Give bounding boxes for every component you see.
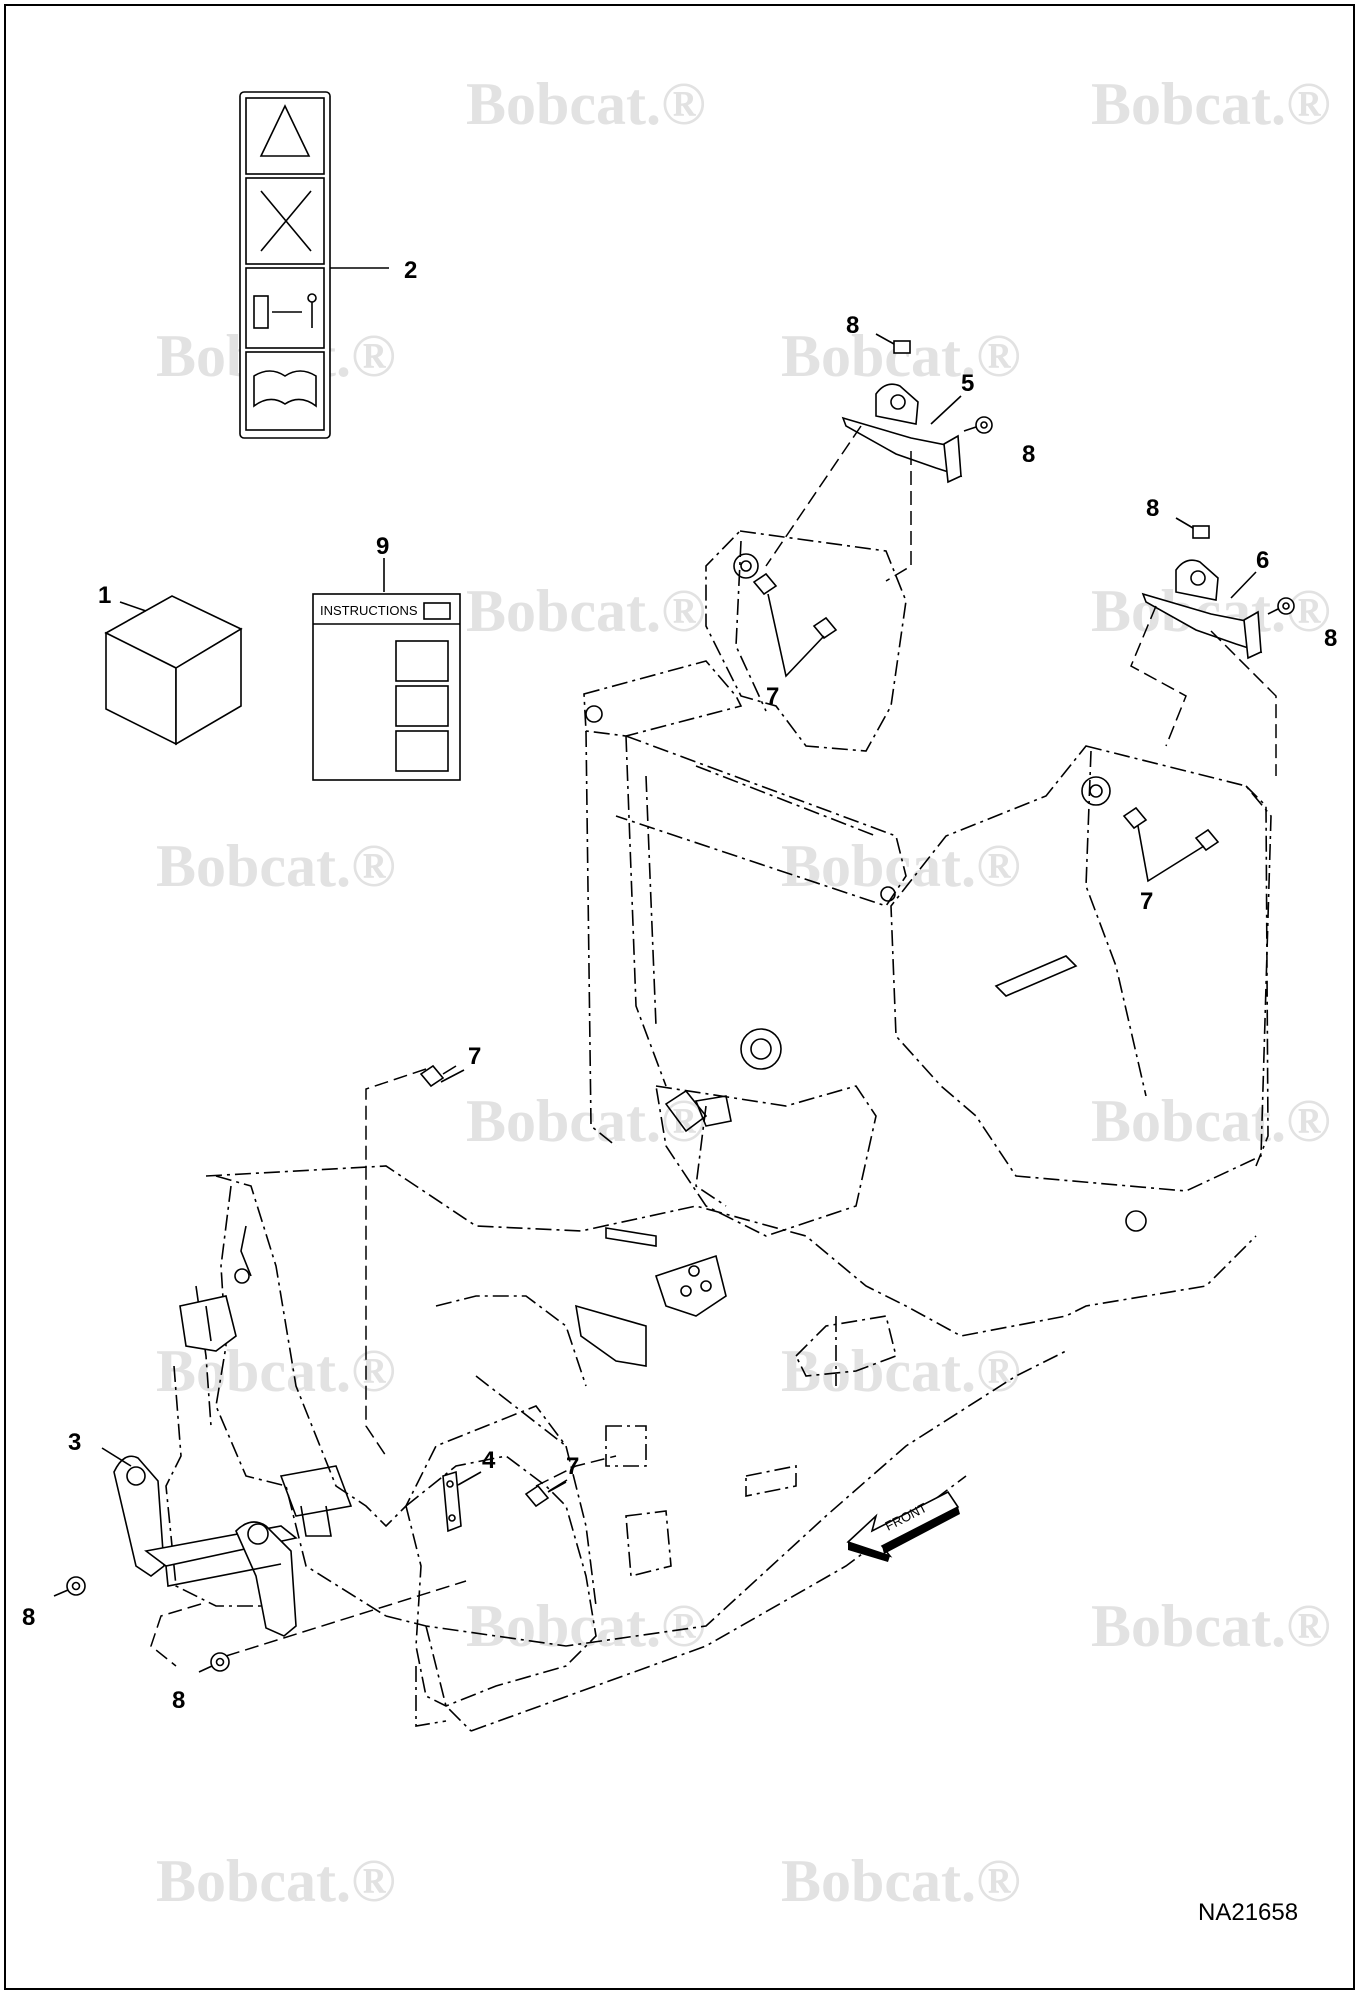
- watermark-text: Bobcat.®: [781, 1338, 1021, 1404]
- watermark-text: Bobcat.®: [466, 71, 706, 137]
- flange-nut: [1267, 597, 1295, 615]
- watermark-text: Bobcat.®: [466, 1593, 706, 1659]
- callout-8f: 8: [172, 1687, 185, 1714]
- flange-bolt: [1194, 828, 1220, 852]
- callout-8e: 8: [22, 1604, 35, 1631]
- main-frame: [150, 530, 1272, 1732]
- callout-7c: 7: [468, 1043, 481, 1070]
- callout-7d: 7: [566, 1453, 579, 1480]
- callout-9: 9: [376, 533, 389, 560]
- callout-leaders: [101, 267, 1257, 1492]
- callout-3: 3: [68, 1429, 81, 1456]
- watermark-text: Bobcat.®: [466, 578, 706, 644]
- hinge-bracket-6: [1141, 559, 1263, 660]
- tow-bracket: [113, 1455, 298, 1637]
- parts-diagram: Bobcat.® Bobcat.® Bobcat.® Bobcat.® Bobc…: [22, 71, 1337, 1926]
- callout-8c: 8: [1146, 495, 1159, 522]
- callout-1: 1: [98, 582, 111, 609]
- watermark-text: Bobcat.®: [781, 1848, 1021, 1914]
- callout-7b: 7: [1140, 888, 1153, 915]
- hinge-bracket-5: [841, 383, 963, 484]
- watermark-text: Bobcat.®: [466, 1088, 706, 1154]
- watermark: Bobcat.® Bobcat.® Bobcat.® Bobcat.® Bobc…: [156, 71, 1331, 1914]
- flange-nut: [963, 416, 993, 434]
- watermark-text: Bobcat.®: [1091, 1088, 1331, 1154]
- front-arrow: FRONT: [846, 1490, 960, 1562]
- watermark-text: Bobcat.®: [781, 833, 1021, 899]
- hinge-leaders: [765, 425, 1277, 776]
- callout-2: 2: [404, 257, 417, 284]
- callout-5: 5: [961, 370, 974, 397]
- watermark-text: Bobcat.®: [156, 833, 396, 899]
- flange-bolt: [812, 616, 838, 640]
- flange-bolt: [524, 1481, 567, 1508]
- callout-6: 6: [1256, 547, 1269, 574]
- flange-bolt: [419, 1064, 457, 1088]
- callout-numbers: 1 2 3 4 5 6 7 7 7 7 8 8 8 8 8 8 9: [22, 257, 1337, 1714]
- callout-8a: 8: [846, 312, 859, 339]
- flange-nut: [198, 1652, 230, 1673]
- diagram-frame: Bobcat.® Bobcat.® Bobcat.® Bobcat.® Bobc…: [4, 4, 1355, 1990]
- watermark-text: Bobcat.®: [156, 1338, 396, 1404]
- callout-8d: 8: [1324, 625, 1337, 652]
- watermark-text: Bobcat.®: [156, 1848, 396, 1914]
- callout-7a: 7: [766, 683, 779, 710]
- decal-sheet: [239, 91, 331, 439]
- instructions-manual: INSTRUCTIONS: [312, 593, 461, 781]
- watermark-layer: Bobcat.® Bobcat.® Bobcat.® Bobcat.® Bobc…: [156, 71, 1331, 1914]
- side-bracket: [442, 1470, 462, 1533]
- flange-bolt: [752, 572, 778, 596]
- watermark-text: Bobcat.®: [1091, 71, 1331, 137]
- callout-8b: 8: [1022, 441, 1035, 468]
- parts-box: [104, 595, 243, 746]
- flange-nut: [53, 1576, 86, 1597]
- callout-4: 4: [482, 1447, 496, 1474]
- flange-bolt: [1122, 806, 1148, 830]
- instructions-title: INSTRUCTIONS: [320, 603, 418, 618]
- flange-nut: [1175, 517, 1210, 539]
- figure-id: NA21658: [1198, 1899, 1298, 1926]
- watermark-text: Bobcat.®: [781, 323, 1021, 389]
- watermark-text: Bobcat.®: [1091, 1593, 1331, 1659]
- fasteners: [53, 333, 1295, 1673]
- flange-nut: [875, 333, 911, 354]
